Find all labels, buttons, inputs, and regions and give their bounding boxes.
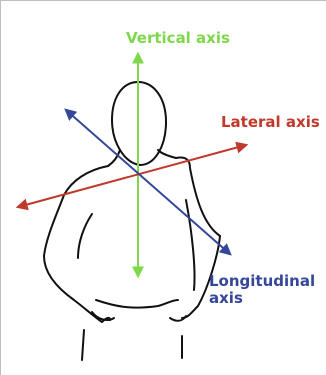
lateral-axis-label: Lateral axis [221, 114, 320, 131]
figure-torso-left [44, 166, 110, 322]
figure-hip-left [92, 312, 114, 320]
vertical-axis-label: Vertical axis [126, 30, 230, 47]
figure-arm-inner-right [186, 200, 195, 290]
longitudinal-axis-arrow [66, 110, 230, 254]
longitudinal-axis-label-line1: Longitudinal [209, 273, 315, 290]
figure-arm-inner-left [78, 214, 92, 258]
figure-hip-right [170, 316, 186, 321]
figure-waist [96, 300, 178, 308]
lateral-axis-arrow [18, 145, 246, 207]
figure-neck-right [158, 150, 176, 158]
figure-leg-left [82, 330, 84, 360]
longitudinal-axis-label-line2: axis [209, 290, 315, 307]
longitudinal-axis-label: Longitudinal axis [209, 273, 315, 307]
figure-shoulders-right [176, 157, 220, 236]
